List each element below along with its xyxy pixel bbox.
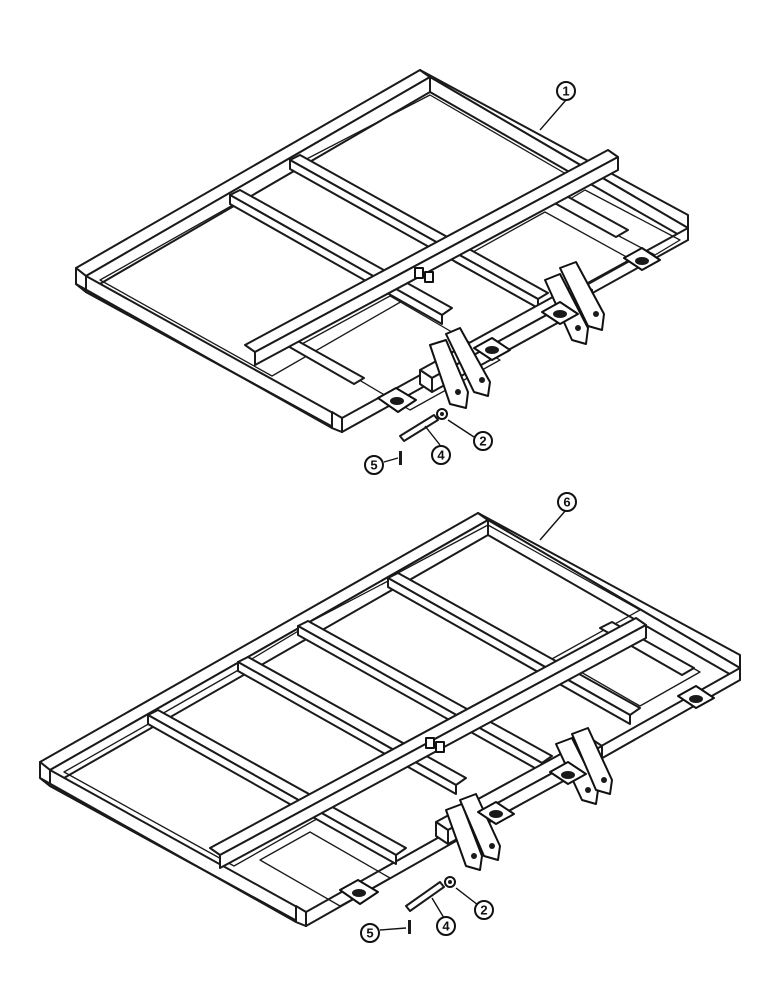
pin-icon (405, 881, 445, 912)
callout-2-label: 2 (480, 903, 487, 918)
callout-5-label: 5 (366, 926, 373, 941)
callout-2-label: 2 (479, 434, 486, 449)
callout-4-label: 4 (437, 448, 445, 463)
callout-1: 1 (539, 81, 576, 131)
callout-2: 2 (447, 419, 493, 451)
callout-6-label: 6 (563, 495, 570, 510)
bottom-frame-assembly: 6 2 4 5 (39, 492, 741, 943)
pin-icon (399, 414, 439, 442)
nut-icon (436, 408, 448, 420)
callout-5-label: 5 (370, 458, 377, 473)
cotter-pin-icon (399, 451, 402, 465)
callout-2: 2 (455, 887, 494, 920)
frame-outer-rails (75, 69, 689, 433)
nut-icon (444, 876, 456, 888)
callout-1-label: 1 (562, 84, 569, 99)
callout-4: 4 (424, 425, 451, 465)
mount-brackets (377, 247, 661, 413)
frame-outer-rails (39, 512, 741, 927)
loose-hardware (399, 408, 448, 465)
callout-4: 4 (431, 897, 456, 936)
callout-5: 5 (360, 923, 407, 943)
top-frame-assembly: 1 2 4 5 (75, 69, 689, 475)
callout-5: 5 (364, 455, 399, 475)
callout-6: 6 (539, 492, 577, 541)
cotter-pin-icon (408, 920, 411, 934)
callout-4-label: 4 (442, 919, 450, 934)
frame-cross-members (229, 149, 629, 385)
mount-brackets (339, 685, 715, 905)
frame-inner-panels (99, 94, 681, 411)
loose-hardware (405, 876, 456, 934)
frame-cross-members (147, 572, 695, 869)
